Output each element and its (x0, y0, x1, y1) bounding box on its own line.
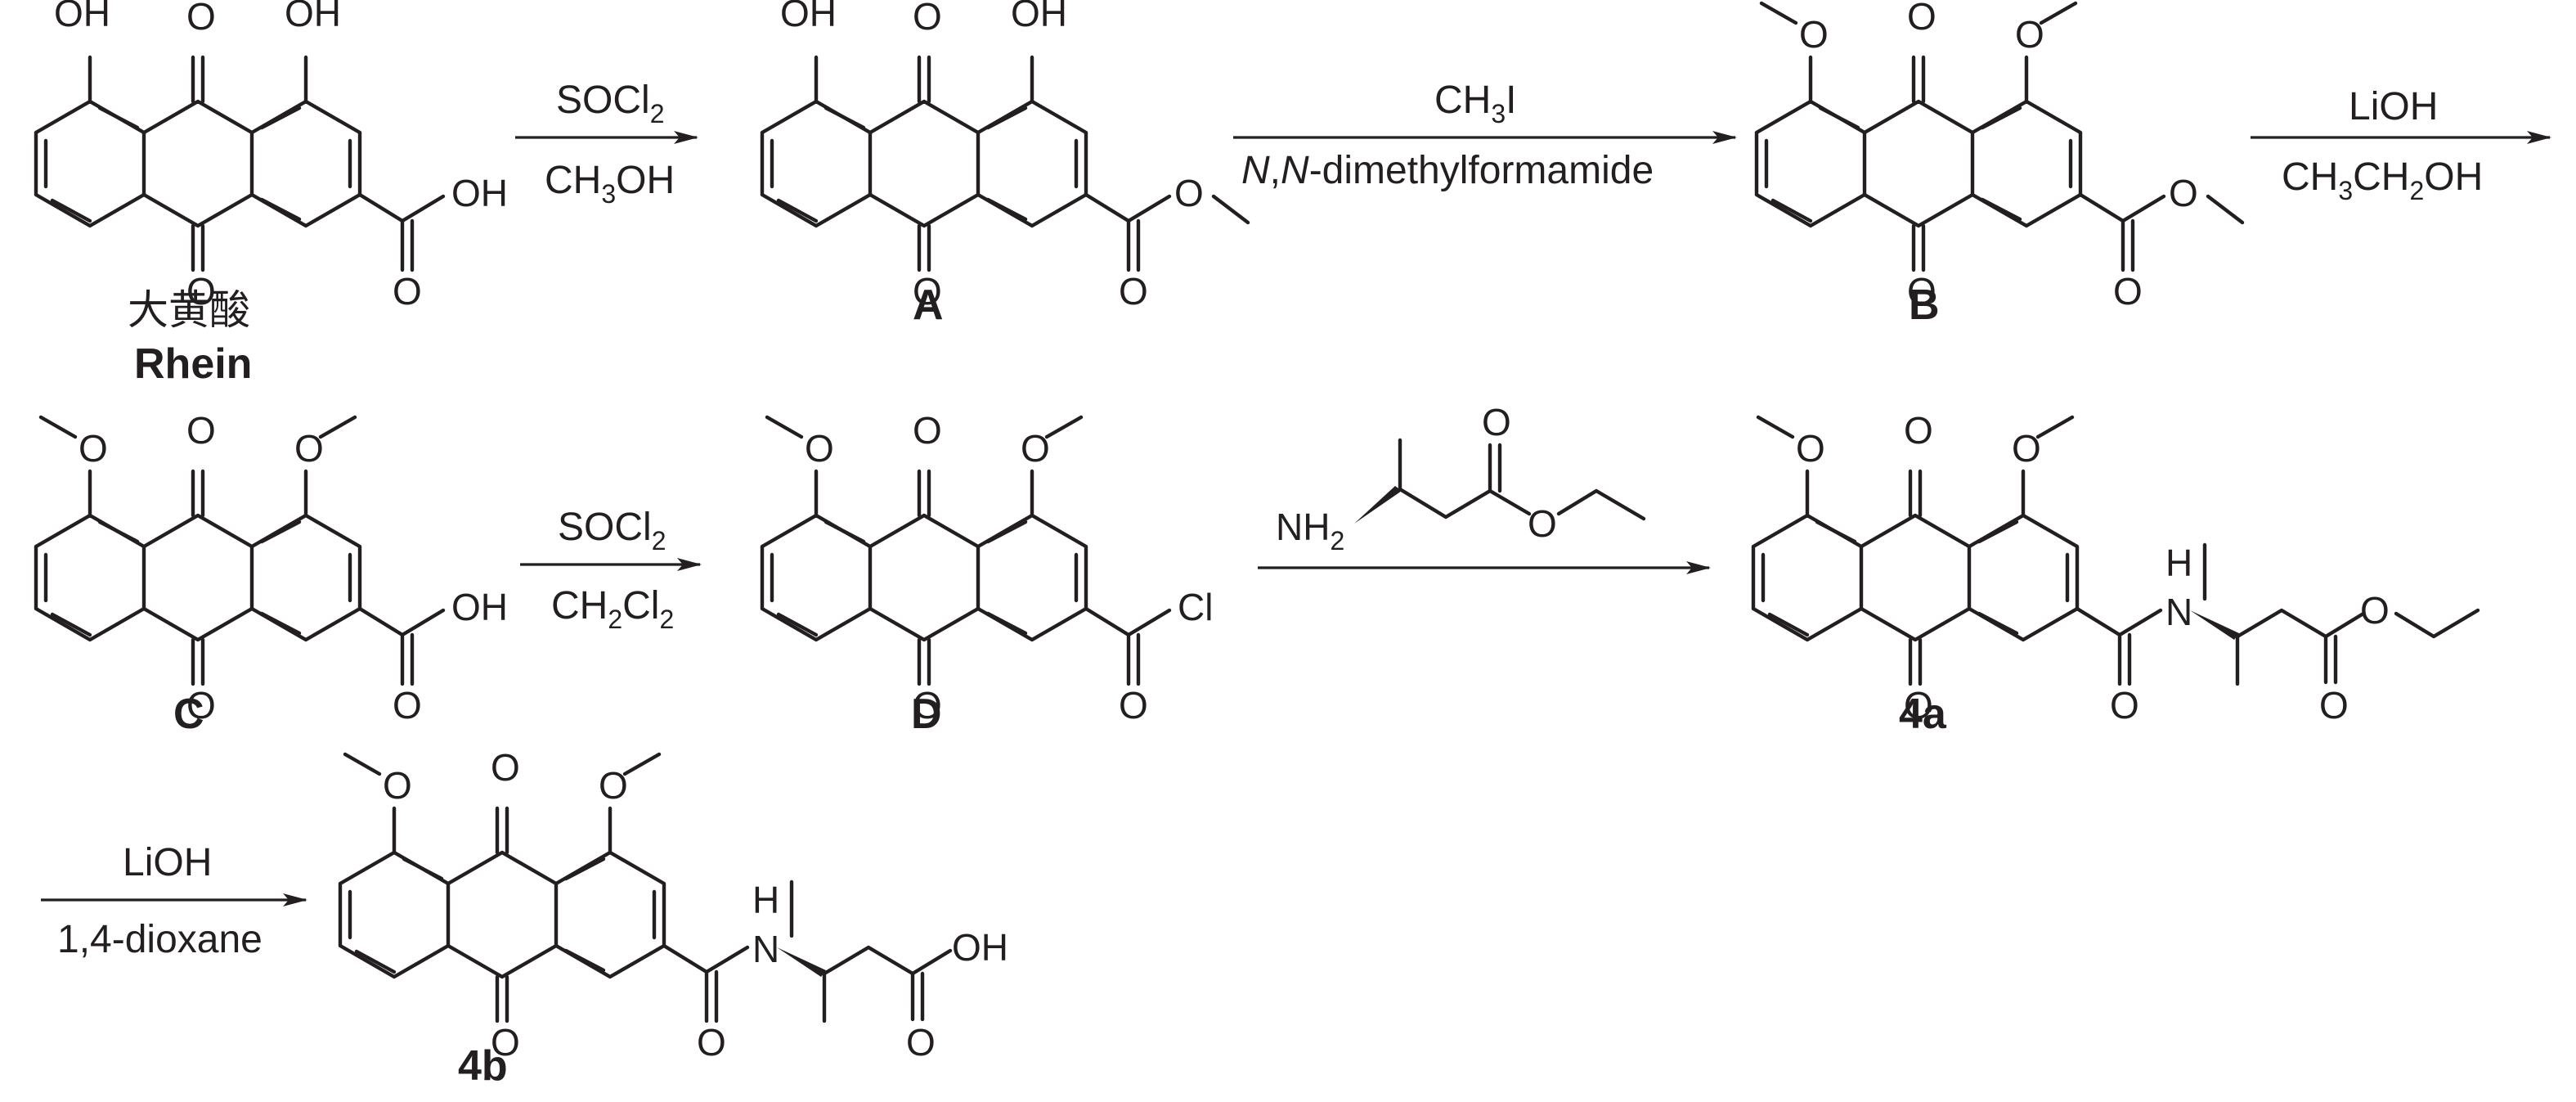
reagent-lioh: LiOH (123, 841, 212, 884)
atom-o: O (186, 0, 216, 38)
atom-n: N (752, 928, 779, 970)
compound-b-label: B (1909, 281, 1940, 329)
atom-o: O (913, 0, 942, 38)
atom-o: O (186, 409, 216, 452)
compound-d: O O O O Cl O (762, 409, 1213, 726)
atom-oh: OH (780, 0, 837, 34)
compound-4a: O O O O N H O O O (1753, 409, 2480, 726)
atom-o: O (2015, 13, 2044, 56)
condition-dcm: CH2Cl2 (551, 584, 674, 634)
compound-a: OH O OH O O O (762, 0, 1250, 313)
atom-oh: OH (54, 0, 110, 34)
atom-o: O (2113, 270, 2143, 313)
compound-4b-label: 4b (458, 1042, 508, 1090)
rhein-label: Rhein (134, 340, 252, 388)
compound-4a-label: 4a (1899, 690, 1947, 738)
atom-oh: OH (451, 172, 508, 214)
atom-o: O (913, 409, 942, 452)
atom-o: O (2169, 172, 2198, 214)
svg-text:O: O (1482, 401, 1511, 443)
condition-dmf: N,N-dimethylformamide (1241, 149, 1654, 192)
reaction-arrow-6: LiOH 1,4-dioxane (41, 841, 307, 961)
atom-o: O (491, 1021, 520, 1064)
atom-n: N (2165, 591, 2192, 633)
atom-o: O (383, 764, 412, 807)
reaction-arrow-2: CH3I N,N-dimethylformamide (1233, 79, 1737, 192)
atom-o: O (1021, 427, 1050, 470)
reagent-amino-ester: NH2 O O (1276, 401, 1646, 555)
atom-o: O (906, 1021, 936, 1064)
compound-b: O O O O O O (1757, 0, 2245, 313)
atom-oh: OH (451, 586, 508, 628)
reagent-ch3i: CH3I (1434, 79, 1516, 128)
atom-o: O (186, 270, 216, 313)
atom-o: O (2360, 589, 2390, 632)
atom-o: O (491, 746, 520, 789)
condition-dioxane: 1,4-dioxane (57, 918, 263, 961)
atom-o: O (2319, 684, 2349, 726)
atom-o: O (805, 427, 834, 470)
atom-o: O (1119, 684, 1148, 726)
atom-o: O (2110, 684, 2139, 726)
compound-c: O O O O OH O (36, 409, 508, 726)
atom-o: O (186, 684, 216, 726)
reaction-arrow-5: NH2 O O (1258, 401, 1711, 574)
atom-h: H (752, 879, 779, 921)
atom-o: O (1799, 13, 1829, 56)
atom-o: O (1907, 0, 1936, 38)
reaction-arrow-3: LiOH CH3CH2OH (2251, 85, 2551, 205)
atom-o: O (294, 427, 324, 470)
reagent-lioh: LiOH (2349, 85, 2438, 128)
atom-o: O (79, 427, 108, 470)
atom-h: H (2165, 542, 2192, 584)
atom-cl: Cl (1178, 586, 1213, 628)
atom-oh: OH (952, 926, 1008, 969)
compound-rhein: OH O OH O OH O (36, 0, 508, 313)
reaction-arrow-4: SOCl2 CH2Cl2 (520, 506, 702, 634)
atom-o: O (1796, 427, 1825, 470)
compound-4b: O O O O N H O OH O (340, 746, 1008, 1064)
atom-oh: OH (285, 0, 341, 34)
svg-text:O: O (1528, 502, 1557, 545)
atom-o: O (697, 1021, 726, 1064)
svg-text:NH2: NH2 (1276, 506, 1344, 555)
condition-ethanol: CH3CH2OH (2282, 155, 2483, 205)
atom-oh: OH (1011, 0, 1067, 34)
reagent-socl2: SOCl2 (558, 506, 666, 555)
atom-o: O (1904, 684, 1933, 726)
reaction-arrow-1: SOCl2 CH3OH (515, 79, 698, 209)
compound-d-label: D (911, 690, 942, 738)
atom-o: O (913, 684, 942, 726)
atom-o: O (393, 270, 422, 313)
atom-o: O (913, 270, 942, 313)
atom-o: O (393, 684, 422, 726)
atom-o: O (599, 764, 628, 807)
reagent-socl2: SOCl2 (556, 79, 664, 128)
compound-c-label: C (173, 690, 204, 738)
rhein-chinese-name: 大黄酸 (128, 287, 250, 333)
atom-o: O (1174, 172, 1204, 214)
condition-ch3oh: CH3OH (545, 159, 675, 209)
atom-o: O (2012, 427, 2041, 470)
atom-o: O (1907, 270, 1936, 313)
atom-o: O (1904, 409, 1933, 452)
compound-a-label: A (913, 281, 944, 329)
atom-o: O (1119, 270, 1148, 313)
